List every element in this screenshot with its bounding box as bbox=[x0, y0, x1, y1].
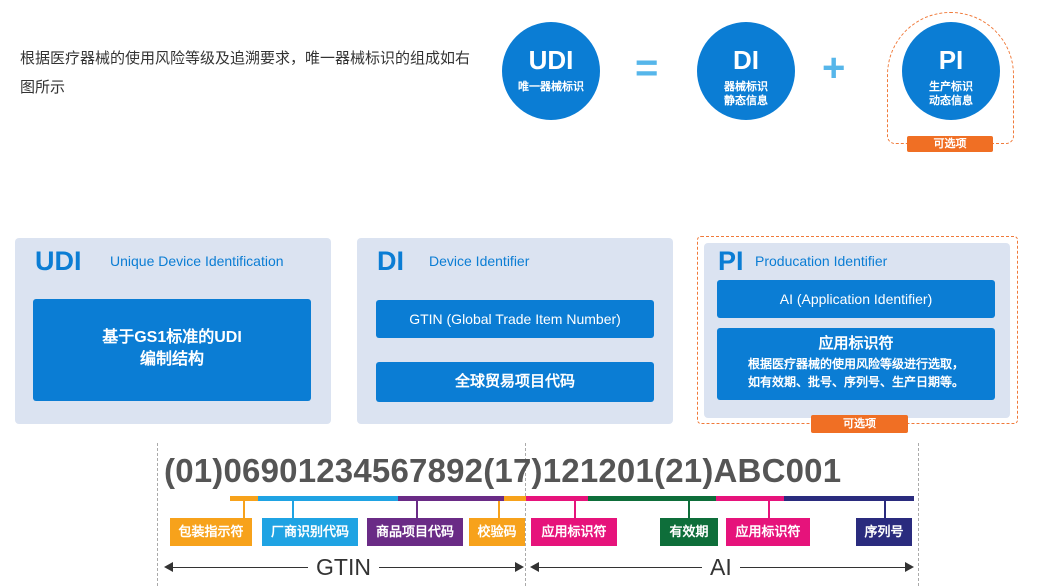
ai-description-title: 应用标识符 bbox=[818, 335, 894, 352]
pi-circle-sub2: 动态信息 bbox=[929, 95, 973, 107]
gtin-arrow-right-head bbox=[515, 562, 524, 572]
seg-check bbox=[504, 496, 526, 501]
conn-ai2 bbox=[768, 501, 770, 518]
label-manufacturer: 厂商识别代码 bbox=[262, 518, 358, 546]
di-circle: DI 器械标识 静态信息 bbox=[697, 22, 795, 120]
udi-circle-title: UDI bbox=[528, 45, 574, 75]
label-packaging: 包装指示符 bbox=[170, 518, 252, 546]
udi-circle: UDI 唯一器械标识 bbox=[502, 22, 600, 120]
pi-panel-optional-tag: 可选项 bbox=[811, 415, 908, 433]
conn-expiry bbox=[688, 501, 690, 518]
label-expiry: 有效期 bbox=[660, 518, 718, 546]
di-circle-sub1: 器械标识 bbox=[724, 81, 768, 93]
udi-structure-line1: 基于GS1标准的UDI bbox=[102, 329, 242, 346]
di-panel-fullname: Device Identifier bbox=[429, 253, 530, 269]
guide-middle bbox=[525, 443, 526, 586]
seg-manufacturer bbox=[258, 496, 398, 501]
gtin-range-arrow: GTIN bbox=[164, 555, 524, 579]
ai-arrow-left-head bbox=[530, 562, 539, 572]
udi-structure-line2: 编制结构 bbox=[139, 351, 204, 368]
gtin-chinese-box: 全球贸易项目代码 bbox=[376, 362, 654, 402]
ai-box: AI (Application Identifier) bbox=[717, 280, 995, 318]
guide-right bbox=[918, 443, 919, 586]
equals-sign: = bbox=[635, 46, 659, 90]
ai-description-line1: 根据医疗器械的使用风险等级进行选取， bbox=[747, 357, 964, 371]
udi-structure-box: 基于GS1标准的UDI 编制结构 bbox=[33, 299, 311, 401]
conn-manufacturer bbox=[292, 501, 294, 518]
gtin-range-label: GTIN bbox=[308, 555, 379, 579]
seg-expiry bbox=[588, 496, 716, 501]
ai-description-line2: 如有效期、批号、序列号、生产日期等。 bbox=[747, 375, 964, 389]
conn-ai1 bbox=[574, 501, 576, 518]
ai-range-arrow: AI bbox=[530, 555, 914, 579]
pi-circle: PI 生产标识 动态信息 bbox=[902, 22, 1000, 120]
pi-panel-abbr: PI bbox=[718, 246, 744, 276]
pi-optional-tag: 可选项 bbox=[907, 136, 993, 152]
label-serial: 序列号 bbox=[856, 518, 912, 546]
ai-description-box: 应用标识符 根据医疗器械的使用风险等级进行选取， 如有效期、批号、序列号、生产日… bbox=[717, 328, 995, 400]
label-ai2: 应用标识符 bbox=[726, 518, 810, 546]
plus-sign: + bbox=[822, 46, 846, 90]
conn-packaging bbox=[243, 501, 245, 518]
di-panel-abbr: DI bbox=[377, 246, 404, 276]
di-circle-sub2: 静态信息 bbox=[724, 95, 768, 107]
seg-item bbox=[398, 496, 504, 501]
label-item: 商品项目代码 bbox=[367, 518, 463, 546]
udi-circle-sub: 唯一器械标识 bbox=[518, 81, 584, 93]
label-ai1: 应用标识符 bbox=[531, 518, 617, 546]
udi-code-string: (01)06901234567892(17)121201(21)ABC001 bbox=[164, 452, 842, 489]
intro-text: 根据医疗器械的使用风险等级及追溯要求，唯一器械标识的组成如右图所示 bbox=[20, 50, 471, 96]
gtin-box: GTIN (Global Trade Item Number) bbox=[376, 300, 654, 338]
seg-ai1 bbox=[526, 496, 588, 501]
udi-panel: UDI Unique Device Identification 基于GS1标准… bbox=[15, 238, 331, 424]
guide-left bbox=[157, 443, 158, 586]
conn-item bbox=[416, 501, 418, 518]
pi-panel-fullname: Producation Identifier bbox=[755, 253, 888, 269]
seg-packaging bbox=[230, 496, 258, 501]
pi-circle-sub1: 生产标识 bbox=[929, 81, 973, 93]
pi-panel: PI Producation Identifier AI (Applicatio… bbox=[704, 243, 1010, 418]
seg-serial bbox=[784, 496, 914, 501]
udi-panel-abbr: UDI bbox=[35, 246, 82, 276]
gtin-arrow-left-head bbox=[164, 562, 173, 572]
di-panel: DI Device Identifier GTIN (Global Trade … bbox=[357, 238, 673, 424]
seg-ai2 bbox=[716, 496, 784, 501]
label-check: 校验码 bbox=[469, 518, 525, 546]
di-circle-title: DI bbox=[733, 45, 759, 75]
ai-arrow-right-head bbox=[905, 562, 914, 572]
conn-check bbox=[498, 501, 500, 518]
pi-circle-title: PI bbox=[938, 45, 964, 75]
ai-range-label: AI bbox=[702, 555, 740, 579]
udi-panel-fullname: Unique Device Identification bbox=[110, 253, 284, 269]
conn-serial bbox=[884, 501, 886, 518]
